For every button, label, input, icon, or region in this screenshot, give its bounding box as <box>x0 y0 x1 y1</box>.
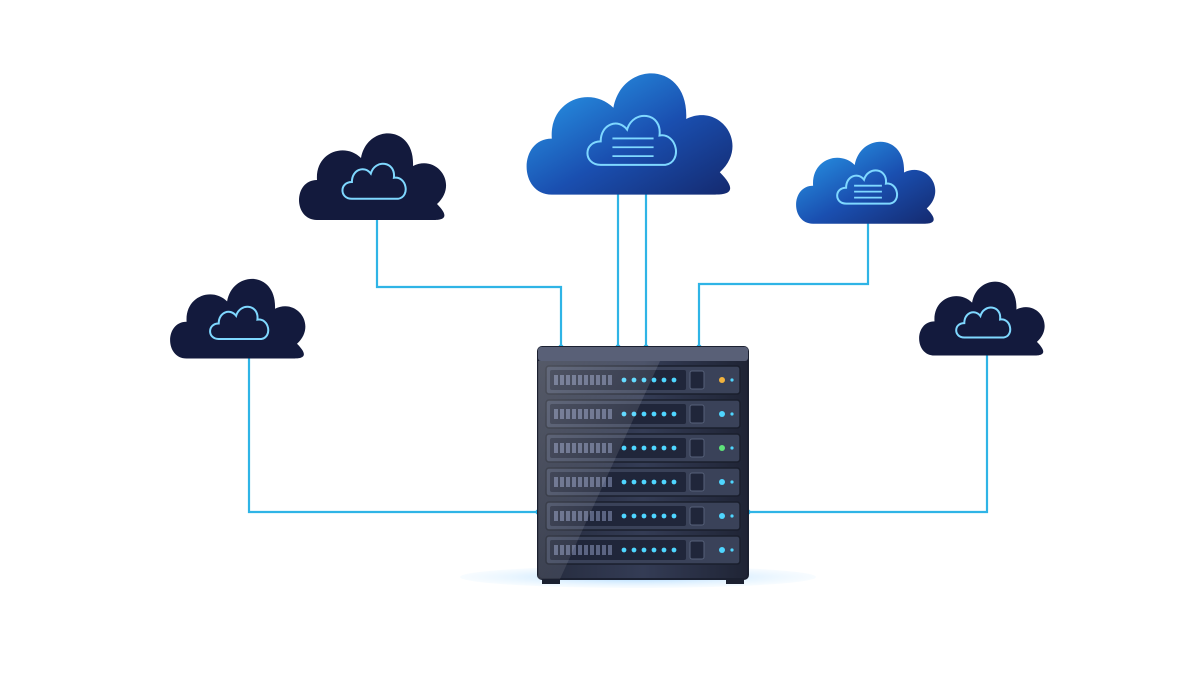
server-top-cap <box>538 347 748 361</box>
icon-outline <box>586 114 677 166</box>
connector-line <box>247 358 538 514</box>
icon-outline <box>836 169 899 205</box>
cloud-shape <box>526 73 733 195</box>
icon-outline <box>341 162 407 200</box>
server-led <box>651 377 657 383</box>
server-vent <box>578 545 582 555</box>
server-led <box>641 445 647 451</box>
server-led <box>661 513 667 519</box>
server-led <box>621 547 627 553</box>
server-rack-icon <box>537 346 749 584</box>
server-gloss <box>538 361 660 579</box>
cloud-server-icon <box>586 114 677 166</box>
server-led <box>671 513 677 519</box>
server-drive-slot <box>689 540 705 560</box>
server-led <box>730 446 734 450</box>
icon-outline <box>209 305 270 340</box>
server-status-indicator <box>719 547 725 553</box>
server-led <box>661 547 667 553</box>
server-drive-slot <box>689 404 705 424</box>
clouds <box>170 73 1045 359</box>
server-led <box>641 479 647 485</box>
cloud-shape <box>299 133 447 220</box>
server-status-indicator <box>719 445 725 451</box>
server-led <box>621 445 627 451</box>
server-led <box>730 514 734 518</box>
server-led <box>641 411 647 417</box>
cloud-outline-icon <box>209 305 270 340</box>
server-vent <box>602 511 606 521</box>
server-led <box>621 479 627 485</box>
cloud-shape <box>170 278 306 359</box>
server-led <box>661 479 667 485</box>
server-vent <box>608 477 612 487</box>
server-vent <box>590 545 594 555</box>
cloud-mid-right <box>919 281 1045 356</box>
server-led <box>631 547 637 553</box>
server-led <box>730 412 734 416</box>
server-vent <box>584 545 588 555</box>
server-led <box>651 445 657 451</box>
server-led <box>730 480 734 484</box>
server-drive-slot <box>689 370 705 390</box>
server-vent <box>608 545 612 555</box>
server-led <box>651 479 657 485</box>
server-status-indicator <box>719 411 725 417</box>
server-led <box>661 377 667 383</box>
connector-line <box>375 218 563 347</box>
server-led <box>671 479 677 485</box>
icon-outline <box>955 306 1012 339</box>
cloud-center <box>526 73 733 195</box>
server-led <box>651 411 657 417</box>
cloud-outline-icon <box>341 162 407 200</box>
connector-line <box>697 220 870 347</box>
server-drive-slot <box>689 506 705 526</box>
cloud-top-right <box>796 141 936 224</box>
server-led <box>631 479 637 485</box>
server-vent <box>572 545 576 555</box>
server-vent <box>596 545 600 555</box>
server-vent <box>590 511 594 521</box>
server-led <box>671 377 677 383</box>
server-led <box>661 445 667 451</box>
server-led <box>651 547 657 553</box>
server-led <box>730 548 734 552</box>
connector-lines <box>247 190 989 515</box>
cloud-server-icon <box>836 169 899 205</box>
server-led <box>671 411 677 417</box>
server-led <box>641 547 647 553</box>
server-status-indicator <box>719 377 725 383</box>
cloud-outline-icon <box>955 306 1012 339</box>
server-drive-slot <box>689 438 705 458</box>
server-led <box>671 547 677 553</box>
server-vent <box>608 511 612 521</box>
server-vent <box>596 511 600 521</box>
server-led <box>621 513 627 519</box>
cloud-shape <box>919 281 1045 356</box>
server-status-indicator <box>719 479 725 485</box>
server-foot-left <box>542 579 560 584</box>
server-led <box>730 378 734 382</box>
server-led <box>651 513 657 519</box>
cloud-top-left <box>299 133 447 220</box>
server-led <box>631 513 637 519</box>
cloud-mid-left <box>170 278 306 359</box>
server-led <box>671 445 677 451</box>
server-vent <box>602 545 606 555</box>
server-foot-right <box>726 579 744 584</box>
server-drive-slot <box>689 472 705 492</box>
server-led <box>641 513 647 519</box>
server-led <box>631 445 637 451</box>
server-led <box>661 411 667 417</box>
cloud-shape <box>796 141 936 224</box>
connector-line <box>748 352 989 514</box>
server-status-indicator <box>719 513 725 519</box>
